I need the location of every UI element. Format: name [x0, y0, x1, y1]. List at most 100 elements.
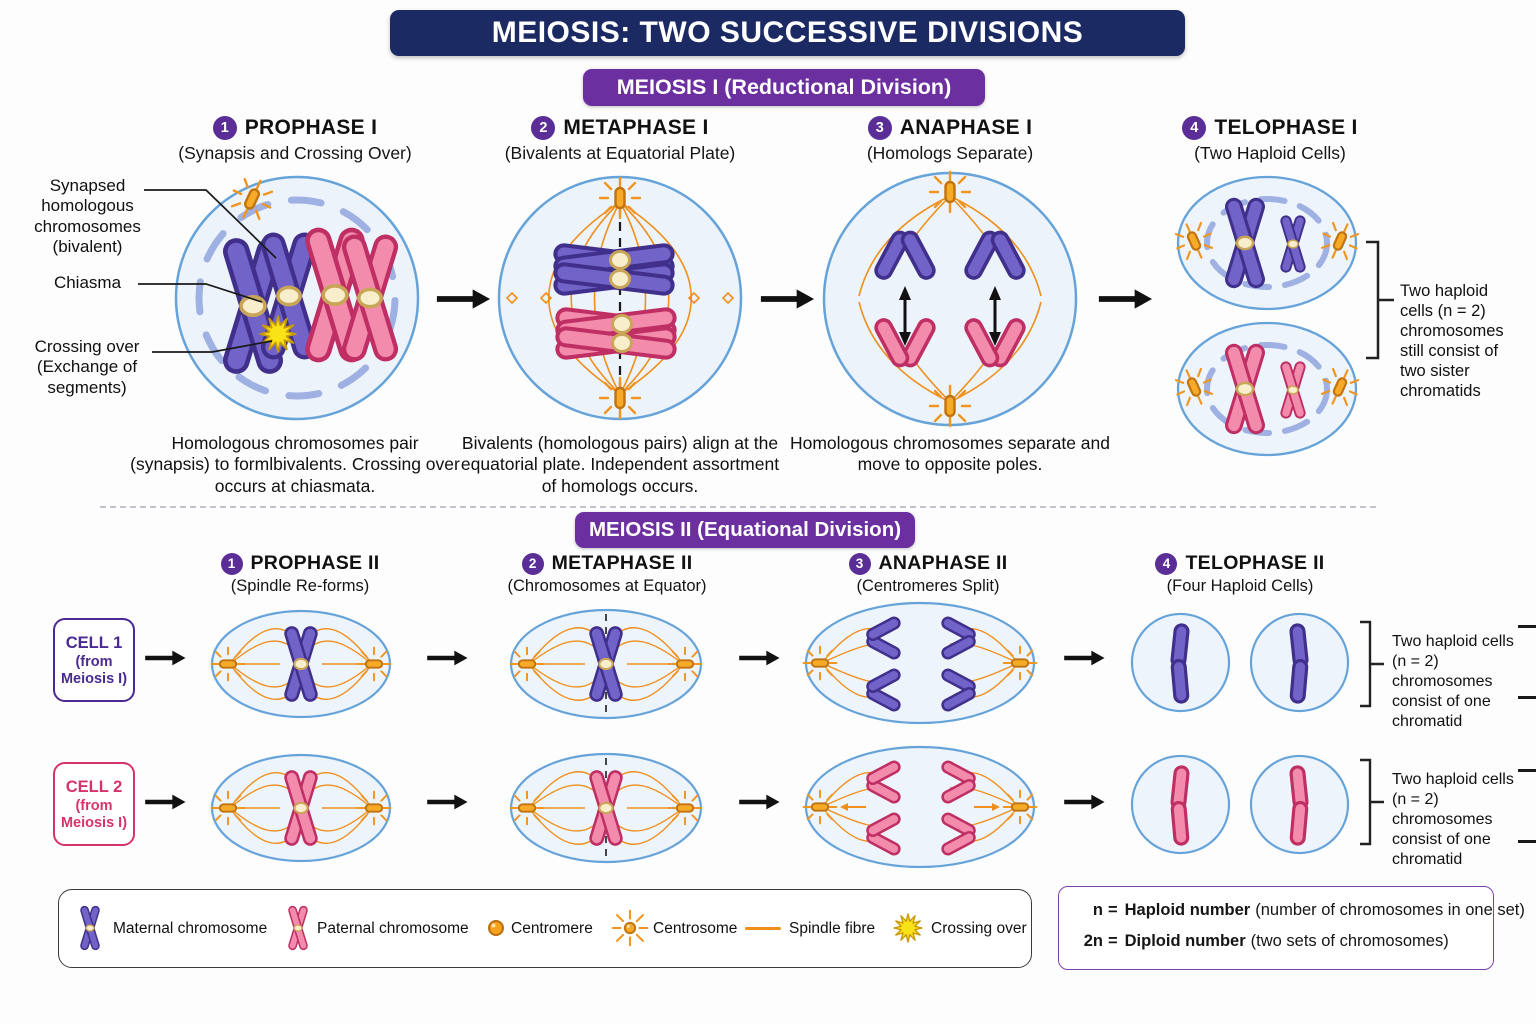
meiosis-2-banner: MEIOSIS II (Equational Division)	[575, 512, 915, 548]
phase-header-metaphase-2: 2 METAPHASE II (Chromosomes at Equator)	[457, 552, 757, 596]
phase-name: ANAPHASE I	[899, 116, 1033, 139]
spindle-fibre-icon	[745, 927, 781, 930]
equals-sign: =	[1108, 932, 1118, 950]
cell-1-sub2: Meiosis I)	[60, 670, 128, 687]
phase-header-anaphase-1: 3 ANAPHASE I (Homologs Separate)	[790, 116, 1110, 164]
anaphase-1-cell-diagram	[822, 170, 1078, 428]
phase-header-anaphase-2: 3 ANAPHASE II (Centromeres Split)	[778, 552, 1078, 596]
telophase-2-cell2a-diagram	[1130, 754, 1231, 855]
equals-sign: =	[1108, 901, 1118, 919]
telophase-1-cell-top-diagram	[1172, 175, 1362, 311]
telophase-2-cell1b-diagram	[1249, 612, 1350, 713]
cell-2-label-box: CELL 2 (from Meiosis I)	[53, 762, 135, 846]
legend-label: Maternal chromosome	[113, 920, 268, 937]
telophase-1-bracket	[1366, 240, 1394, 360]
annotation-synapsed-label: Synapsed homologous chromosomes (bivalen…	[34, 176, 141, 257]
centromere-icon	[488, 920, 504, 936]
arrow-right-icon	[425, 793, 469, 811]
centrosome-icon	[611, 909, 649, 947]
arrow-right-icon	[1062, 793, 1106, 811]
cell-1-title: CELL 1	[65, 633, 123, 652]
legend: Maternal chromosome Paternal chromosome …	[58, 889, 1032, 968]
phase-2-badge: 2	[531, 116, 556, 140]
phase-subtitle: (Spindle Re-forms)	[230, 577, 370, 595]
phase-subtitle: (Synapsis and Crossing Over)	[178, 143, 412, 163]
maternal-chromosome-icon	[75, 904, 105, 952]
bracket-tick	[1518, 840, 1536, 843]
arrow-right-icon	[758, 287, 816, 311]
cell-2-sub2: Meiosis I)	[60, 814, 128, 831]
legend-label: Centromere	[511, 920, 593, 937]
phase-name: ANAPHASE II	[878, 552, 1008, 574]
metaphase-2-cell1-diagram	[509, 608, 703, 720]
legend-label: Spindle fibre	[789, 920, 876, 937]
cell-1-sub1: (from	[75, 653, 113, 670]
metaphase-1-cell-diagram	[497, 175, 743, 421]
legend-label: Centrosome	[653, 920, 738, 937]
arrow-right-icon	[425, 649, 469, 667]
annotation-crossing-over-label: Crossing over (Exchange of segments)	[34, 337, 140, 397]
prophase-1-cell-diagram	[174, 172, 420, 421]
phase-name: PROPHASE I	[244, 116, 378, 139]
prophase-1-description: Homologous chromosomes pair (synapsis) t…	[130, 433, 460, 496]
bracket-tick	[1518, 696, 1536, 699]
anaphase-1-description: Homologous chromosomes separate and move…	[789, 433, 1111, 475]
metaphase-1-description: Bivalents (homologous pairs) align at th…	[460, 433, 780, 496]
glossary-bold: Haploid number	[1124, 901, 1251, 919]
phase-name: TELOPHASE II	[1185, 552, 1325, 574]
phase-name: TELOPHASE I	[1214, 116, 1358, 139]
crossing-over-icon	[893, 913, 923, 943]
telophase-1-cell-bottom-diagram	[1172, 321, 1362, 457]
phase-name: PROPHASE II	[250, 552, 380, 574]
telophase-2-cell1a-diagram	[1130, 612, 1231, 713]
phase-4-badge: 4	[1182, 116, 1207, 140]
glossary-bold: Diploid number	[1124, 932, 1246, 950]
phase-subtitle: (Chromosomes at Equator)	[507, 577, 707, 595]
anaphase-2-cell1-diagram	[802, 601, 1038, 725]
phase-name: METAPHASE II	[551, 552, 693, 574]
phase-4-badge: 4	[1155, 552, 1178, 575]
prophase-2-cell2-diagram	[210, 753, 392, 863]
arrow-right-icon	[434, 287, 492, 311]
annotation-chiasma-label: Chiasma	[53, 273, 122, 292]
phase-3-badge: 3	[848, 552, 871, 575]
glossary-term: n	[1092, 901, 1103, 919]
phase-subtitle: (Four Haploid Cells)	[1166, 577, 1314, 595]
phase-2-badge: 2	[521, 552, 544, 575]
arrow-right-icon	[737, 793, 781, 811]
arrow-right-icon	[143, 793, 187, 811]
cell-1-label-box: CELL 1 (from Meiosis I)	[53, 618, 135, 702]
bracket-tick	[1518, 769, 1536, 772]
phase-3-badge: 3	[867, 116, 892, 140]
section-divider	[100, 506, 1376, 508]
phase-subtitle: (Homologs Separate)	[866, 143, 1034, 163]
phase-subtitle: (Bivalents at Equatorial Plate)	[504, 143, 736, 163]
legend-label: Crossing over	[931, 920, 1027, 937]
phase-header-telophase-2: 4 TELOPHASE II (Four Haploid Cells)	[1090, 552, 1390, 596]
telophase-2-row1-note: Two haploid cells (n = 2) chromosomes co…	[1392, 633, 1514, 730]
telophase-2-row1-bracket	[1360, 620, 1384, 708]
phase-subtitle: (Two Haploid Cells)	[1194, 143, 1346, 163]
arrow-right-icon	[143, 649, 187, 667]
prophase-2-cell1-diagram	[210, 609, 392, 719]
phase-header-telophase-1: 4 TELOPHASE I (Two Haploid Cells)	[1110, 116, 1430, 164]
paternal-chromosome-icon	[283, 904, 313, 952]
arrow-right-icon	[1062, 649, 1106, 667]
cell-2-title: CELL 2	[65, 777, 123, 796]
telophase-2-row2-bracket	[1360, 758, 1384, 846]
glossary-term: 2n	[1083, 932, 1103, 950]
glossary-box: n=Haploid number(number of chromosomes i…	[1058, 886, 1525, 970]
page-title: MEIOSIS: TWO SUCCESSIVE DIVISIONS	[390, 10, 1185, 56]
legend-label: Paternal chromosome	[317, 920, 469, 937]
arrow-right-icon	[737, 649, 781, 667]
phase-subtitle: (Centromeres Split)	[856, 577, 1000, 595]
arrow-right-icon	[1096, 287, 1154, 311]
anaphase-2-cell2-diagram	[802, 745, 1038, 869]
glossary-diploid-line: 2n=Diploid number(two sets of chromosome…	[1075, 932, 1449, 951]
phase-1-badge: 1	[212, 116, 237, 140]
bracket-tick	[1518, 625, 1536, 628]
cell-2-sub1: (from	[75, 797, 113, 814]
